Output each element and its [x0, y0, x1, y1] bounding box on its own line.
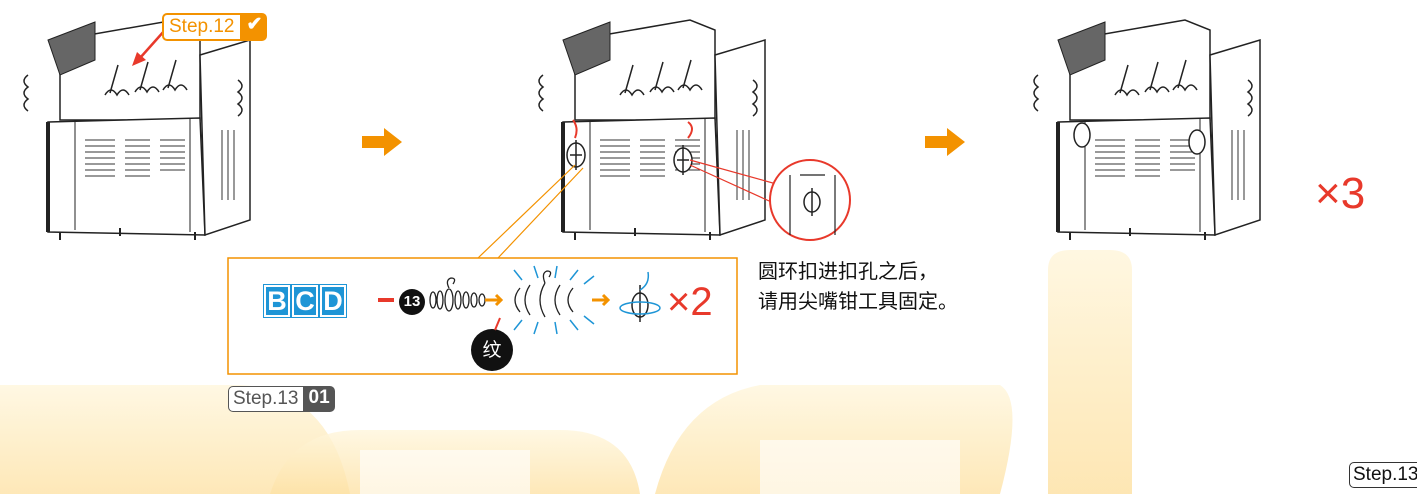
step13-corner-label: Step.13: [1349, 462, 1417, 488]
instruction-text: 圆环扣进扣孔之后， 请用尖嘴钳工具固定。: [758, 256, 1018, 316]
next-arrow-2: [925, 128, 965, 156]
instruction-line-2: 请用尖嘴钳工具固定。: [758, 289, 958, 313]
step13-page: 01: [303, 386, 335, 412]
tower-after: [1032, 18, 1262, 242]
part-number: 13: [403, 293, 421, 310]
watermark-shape-5: [760, 440, 960, 494]
closed-ring: [619, 271, 661, 322]
multiplier-x2: ×2: [667, 280, 713, 324]
step12-label: Step.12: [162, 13, 242, 41]
watermark-shape-1: [0, 385, 350, 494]
repeat-multiplier: ×3: [1315, 169, 1366, 218]
bending-links: [514, 270, 574, 318]
watermark-shape-4: [1048, 250, 1132, 494]
dash-text: –: [378, 280, 379, 281]
blue-arrows: [513, 265, 595, 335]
rings-during: [566, 140, 693, 175]
step13-badge: Step.13 01: [228, 386, 335, 412]
tower-during: [537, 18, 767, 242]
thread-badge: 纹: [482, 339, 502, 361]
letter-c: C: [291, 284, 319, 318]
next-arrow-1: [362, 128, 402, 156]
chain-part: [429, 277, 486, 312]
step13-label: Step.13: [228, 386, 304, 412]
small-arrow-1: [485, 293, 504, 307]
letter-d: D: [319, 284, 347, 318]
pointer-arrow: [139, 29, 166, 59]
watermark-shape-6: [360, 450, 530, 494]
part-number-circle: [399, 289, 425, 315]
zoom-detail-circle: [689, 159, 851, 241]
instruction-line-1: 圆环扣进扣孔之后，: [758, 259, 938, 283]
step13-corner-badge: Step.13 ✔: [1349, 462, 1417, 488]
thread-badge-circle: [471, 329, 513, 371]
small-arrow-2: [592, 293, 611, 307]
dash-line: [378, 298, 394, 302]
check-icon: ✔: [241, 13, 268, 41]
rings-after: [1073, 122, 1206, 155]
step12-badge: Step.12 ✔: [162, 13, 268, 41]
letter-b: B: [263, 284, 291, 318]
detail-box: [227, 164, 738, 375]
